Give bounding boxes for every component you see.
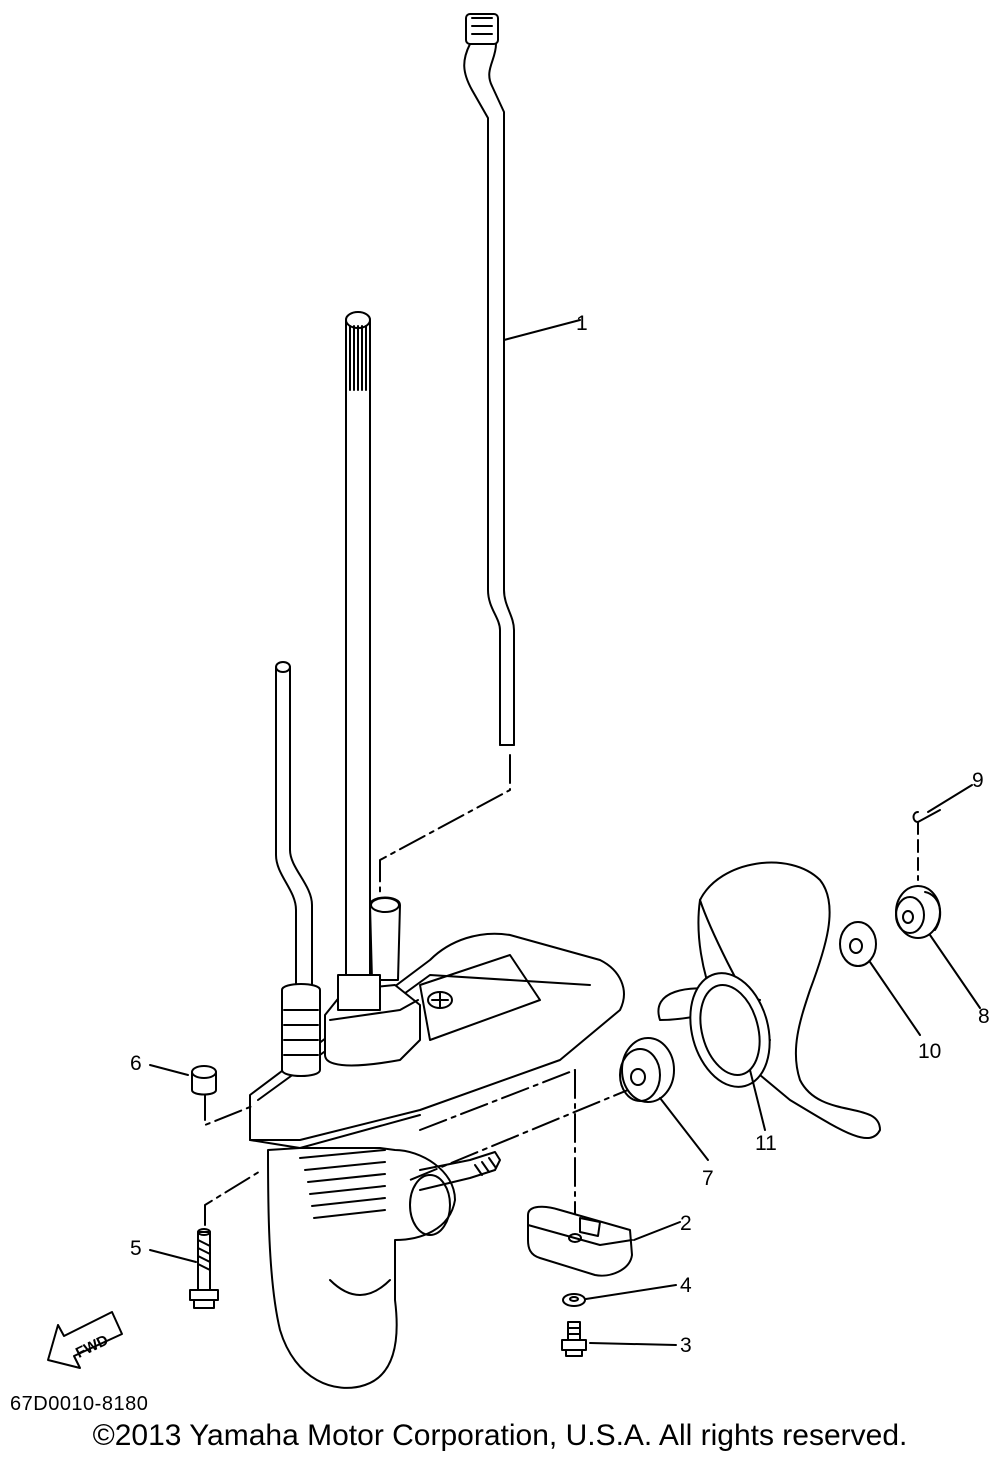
propeller-part-11 (657, 861, 881, 1140)
cotter-pin-part-9 (912, 784, 973, 881)
washer-part-10 (839, 921, 921, 1036)
leader-6-dash (204, 1091, 256, 1126)
leader-housing-dash (419, 1069, 576, 1131)
leader-7-dash (409, 1084, 641, 1181)
copyright-notice: ©2013 Yamaha Motor Corporation, U.S.A. A… (92, 1419, 908, 1452)
callout-label-10: 10 (918, 1040, 941, 1063)
fwd-arrow-icon: FWD (47, 1311, 123, 1369)
water-tube (275, 661, 313, 991)
drive-shaft (345, 311, 371, 1001)
anode-part-2 (527, 1205, 681, 1277)
lower-unit-housing (249, 896, 625, 1389)
bolt-part-3 (561, 1321, 677, 1357)
leader-1-dash (379, 754, 511, 896)
dowel-part-6 (149, 1064, 217, 1096)
diagram-part-number: 67D0010-8180 (10, 1393, 149, 1415)
washer-part-4 (562, 1284, 677, 1307)
thrust-washer-part-7 (619, 1037, 709, 1161)
callout-label-6: 6 (130, 1052, 142, 1075)
leader-5-dash (204, 1169, 263, 1226)
callout-label-2: 2 (680, 1212, 692, 1235)
callout-label-8: 8 (978, 1005, 990, 1028)
bolt-part-5 (149, 1228, 219, 1309)
callout-label-4: 4 (680, 1274, 692, 1297)
castle-nut-part-8 (895, 885, 981, 1009)
callout-label-11: 11 (755, 1132, 777, 1155)
callout-label-3: 3 (680, 1334, 692, 1357)
callout-label-5: 5 (130, 1237, 142, 1260)
callout-label-9: 9 (972, 769, 984, 792)
callout-label-7: 7 (702, 1167, 714, 1190)
shift-rod-part-1 (463, 13, 581, 746)
callout-label-1: 1 (576, 312, 588, 335)
